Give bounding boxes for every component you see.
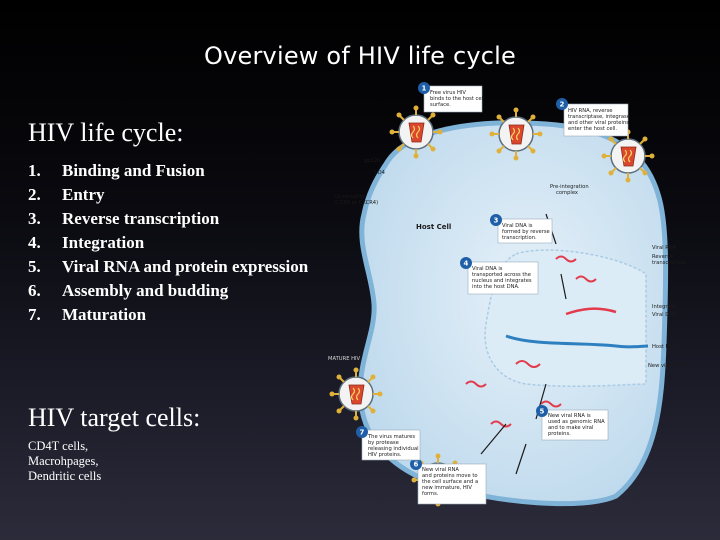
list-item: 2. Entry [28,183,308,207]
callout-number: 2 [560,101,565,109]
callout-text: enter the host cell. [568,126,617,132]
callout-text: Free virus HIV [430,90,466,96]
callout-text: into the host DNA. [472,284,520,290]
callout-text: transported across the [472,272,531,278]
callout-text: and other viral proteins [568,120,629,126]
reverse-transcriptase-label: Reverse [652,254,673,260]
step-label: Entry [62,185,105,204]
step-number: 4. [28,233,41,252]
step-label: Maturation [62,305,147,324]
coreceptor-label-2: (CCR5 or CXCR4) [334,200,378,206]
step-label: Integration [62,233,145,252]
callout-text: and to make viral [548,425,593,431]
host-dna-label: Host DNA [652,344,677,350]
callout-step-4: 4 Viral DNA is transported across the nu… [460,257,539,295]
viral-rna-squiggles [465,255,597,428]
target-cells-list: CD4T cells, Macrohpages, Dendritic cells [28,439,101,484]
callout-text: forms. [422,491,439,497]
list-item: 4. Integration [28,231,308,255]
callout-step-7: 7 The virus matures by protease releasin… [356,426,421,461]
callout-text: by protease [368,440,399,446]
callout-text: new immature, HIV [422,485,472,491]
callout-step-1: 1 Free virus HIV binds to the host cell … [418,82,484,113]
callout-number: 1 [422,85,427,93]
callout-text: HIV proteins. [368,452,402,458]
step-label: Binding and Fusion [62,161,205,180]
list-item: 6. Assembly and budding [28,279,308,303]
step-label: Viral RNA and protein expression [62,257,309,276]
host-cell-label: Host Cell [416,223,451,231]
viral-rna-label: Viral RNA [652,245,677,251]
integrase-label: Integrase [652,304,677,310]
host-dna-strand [505,334,649,349]
list-item: 5. Viral RNA and protein expression [28,255,308,279]
callout-number: 4 [464,260,469,268]
target-cell-item: Dendritic cells [28,469,102,483]
callout-text: HIV RNA, reverse [568,108,612,114]
callout-text: proteins. [548,431,571,437]
callout-text: binds to the host cell [430,96,484,102]
step-number: 1. [28,161,41,180]
list-item: 3. Reverse transcription [28,207,308,231]
callout-number: 3 [494,217,499,225]
lifecycle-steps-list: 1. Binding and Fusion 2. Entry 3. Reverse t… [28,159,308,327]
step-number: 2. [28,185,41,204]
free-virus-2 [488,106,544,162]
slide-title: Overview of HIV life cycle [204,42,516,70]
callout-number: 6 [414,461,419,469]
callout-number: 7 [360,429,365,437]
callout-text: The virus matures [367,434,415,440]
free-virus-1 [388,104,444,160]
step-number: 7. [28,305,41,324]
cd4-label: CD4 [374,170,386,176]
callout-text: surface. [430,102,451,108]
entering-virus [600,128,656,184]
callout-text: New viral RNA is [548,413,591,419]
viral-dna-label: Viral DNA [652,312,677,318]
step-label: Reverse transcription [62,209,220,228]
callout-step-5: 5 New viral RNA is used as genomic RNA a… [536,405,609,441]
callout-text: the cell surface and a [422,479,478,485]
coreceptor-label: Co-receptor [334,194,366,200]
callout-text: transcriptase, integrase [568,114,630,120]
preintegration-label: Pre-integration [550,184,589,190]
callout-text: and proteins move to [422,473,478,479]
step-number: 6. [28,281,41,300]
callout-text: New viral RNA [422,467,459,473]
preintegration-label-2: complex [556,190,578,196]
target-cell-item: Macrohpages, [28,454,99,468]
target-cells-heading: HIV target cells: [28,403,201,432]
list-item: 1. Binding and Fusion [28,159,308,183]
viral-dna-strand [565,307,617,316]
callout-step-2: 2 HIV RNA, reverse transcriptase, integr… [556,98,630,137]
reverse-transcriptase-label-2: transcriptase [652,260,686,266]
callout-text: transcription. [502,235,537,241]
callout-text: used as genomic RNA [548,419,605,425]
lifecycle-heading: HIV life cycle: [28,118,184,147]
target-cell-item: CD4T cells, [28,439,89,453]
callout-text: Viral DNA is [502,223,533,229]
new-viral-rna-label: New viral RNA [648,363,685,369]
callout-text: Viral DNA is [472,266,503,272]
hiv-lifecycle-diagram: Host Cell gp120 Co-receptor (CCR5 or CXC… [328,82,686,508]
callout-text: releasing individual [368,446,419,452]
step-number: 3. [28,209,41,228]
step-number: 5. [28,257,41,276]
callout-number: 5 [540,408,545,416]
callout-step-3: 3 Viral DNA is formed by reverse transcr… [490,214,553,244]
mature-virus [328,366,384,422]
gp120-label: gp120 [364,158,381,164]
list-item: 7. Maturation [28,303,308,327]
callout-text: formed by reverse [502,229,550,235]
mature-hiv-label: MATURE HIV [328,356,361,362]
callout-step-6: 6 New viral RNA and proteins move to the… [410,458,487,505]
callout-text: nucleus and integrates [472,278,532,284]
step-label: Assembly and budding [62,281,229,300]
